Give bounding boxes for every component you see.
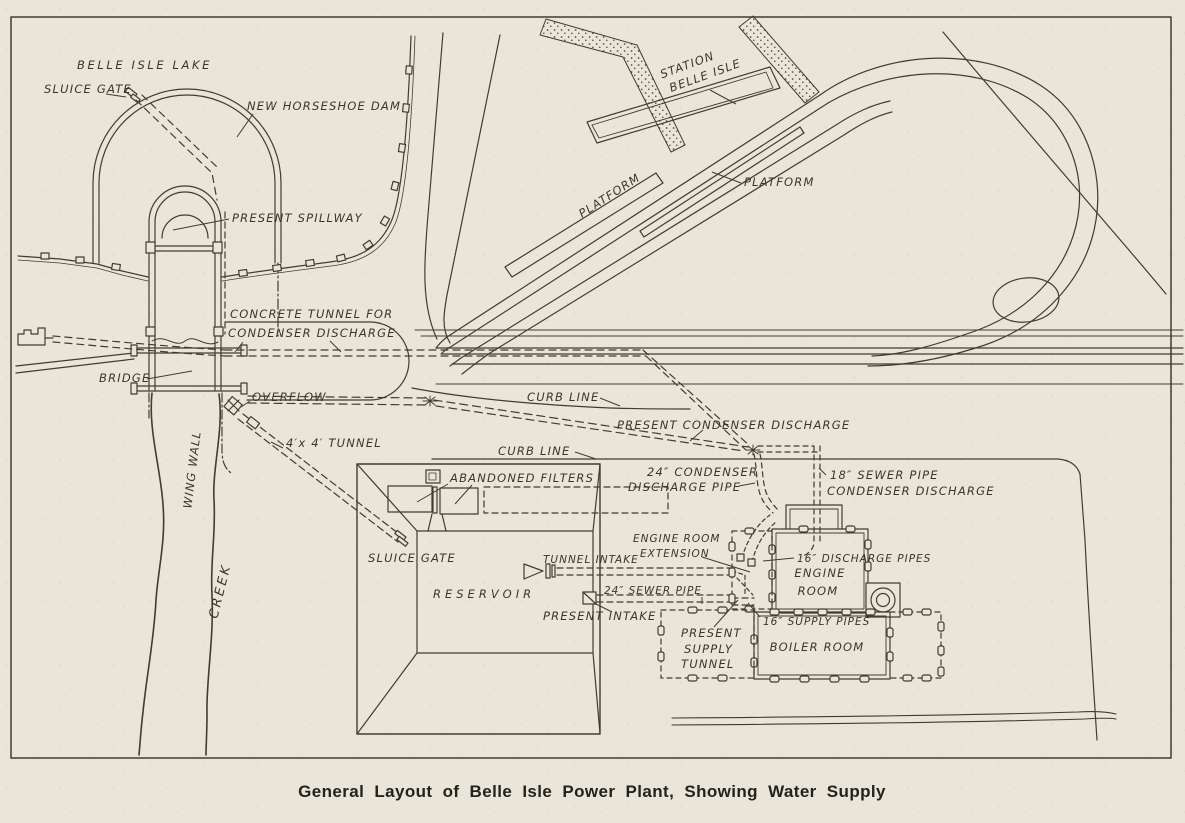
label-reservoir: RESERVOIR	[433, 587, 535, 601]
label-bridge: BRIDGE	[99, 371, 151, 385]
creek-banks	[138, 392, 222, 756]
curb-lines	[411, 387, 1098, 741]
present-intake-structure	[582, 570, 755, 606]
road-northeast-diagonal	[942, 31, 1167, 295]
pond	[992, 277, 1060, 323]
label-present-spillway: PRESENT SPILLWAY	[232, 211, 363, 225]
label-tunnel-intake: TUNNEL INTAKE	[543, 554, 639, 566]
fence-west	[17, 252, 149, 282]
pipe-18in-sewer	[757, 445, 821, 558]
pipe-24in-condenser-discharge	[753, 453, 780, 514]
discharge-outlet-structure	[17, 327, 54, 346]
platform-2	[639, 126, 805, 238]
label-sewer18-line2: CONDENSER DISCHARGE	[827, 484, 995, 498]
label-boiler-room: BOILER ROOM	[770, 640, 865, 654]
label-engine-room-ext-line2: EXTENSION	[640, 548, 710, 560]
discharge-pipes-16in	[736, 514, 777, 567]
label-24-sewer-pipe: 24″ SEWER PIPE	[604, 585, 702, 597]
station-building	[586, 66, 781, 144]
label-new-horseshoe-dam: NEW HORSESHOE DAM	[247, 99, 401, 113]
horseshoe-dam	[92, 88, 282, 337]
leader-lines	[105, 89, 827, 628]
label-4x4-tunnel: 4′x 4′ TUNNEL	[286, 436, 382, 450]
label-abandoned-filters: ABANDONED FILTERS	[449, 471, 594, 485]
sluice-gate-reservoir-structure	[394, 529, 409, 547]
pipes-condenser-discharge	[52, 335, 751, 451]
label-16-supply-pipes: 16″ SUPPLY PIPES	[763, 616, 870, 628]
supply-tunnel-outline	[657, 606, 755, 682]
label-supply-tunnel-line2: SUPPLY	[684, 642, 733, 656]
wing-wall-structure	[148, 392, 232, 474]
label-pipe24-line1: 24″ CONDENSER	[647, 465, 758, 479]
label-curb-line-upper: CURB LINE	[527, 390, 599, 404]
sluice-gate-lake	[124, 86, 226, 335]
label-belle-isle-lake: BELLE ISLE LAKE	[77, 58, 212, 72]
label-sluice-gate-lake: SLUICE GATE	[44, 82, 132, 96]
reservoir-structure	[356, 463, 601, 735]
label-present-condenser-discharge: PRESENT CONDENSER DISCHARGE	[617, 418, 850, 432]
boiler-room-structure	[750, 608, 894, 683]
overflow-structure	[223, 395, 243, 416]
yard-outline-east	[889, 608, 945, 682]
tunnel-intake-structure	[523, 563, 733, 580]
label-engine-room-line2: ROOM	[798, 584, 839, 598]
label-sluice-gate-reservoir: SLUICE GATE	[368, 551, 456, 565]
roads-south	[671, 711, 1117, 726]
label-sewer18-line1: 18″ SEWER PIPE	[830, 468, 939, 482]
figure-caption: General Layout of Belle Isle Power Plant…	[298, 782, 886, 801]
label-present-intake: PRESENT INTAKE	[543, 609, 656, 623]
label-overflow: OVERFLOW	[252, 390, 327, 404]
tunnel-4x4-pipes	[237, 413, 404, 543]
platform-1	[504, 172, 664, 278]
label-pipe24-line2: DISCHARGE PIPE	[628, 480, 741, 494]
label-concrete-tunnel-line1: CONCRETE TUNNEL FOR	[230, 307, 393, 321]
abandoned-filters-structure	[387, 469, 669, 532]
label-supply-tunnel-line1: PRESENT	[681, 626, 742, 640]
label-16-discharge-pipes: 16″ DISCHARGE PIPES	[797, 553, 931, 565]
stippled-path-west	[539, 18, 686, 153]
label-supply-tunnel-line3: TUNNEL	[681, 657, 735, 671]
plate-border	[10, 16, 1172, 759]
fence-east	[221, 35, 416, 282]
label-concrete-tunnel-line2: CONDENSER DISCHARGE	[228, 326, 396, 340]
stippled-path-east	[738, 15, 820, 104]
roads-northwest	[15, 32, 501, 374]
present-spillway	[145, 185, 224, 391]
pipe-junction-symbol	[422, 395, 761, 456]
railway-tracks	[414, 57, 1184, 385]
label-curb-line-lower: CURB LINE	[498, 444, 570, 458]
label-engine-room-line1: ENGINE	[794, 566, 845, 580]
pipes-present-condenser-discharge	[247, 395, 749, 452]
engine-room-extension-structure	[728, 527, 773, 613]
label-engine-room-ext-line1: ENGINE ROOM	[633, 533, 720, 545]
label-platform-horizontal: PLATFORM	[744, 175, 815, 189]
